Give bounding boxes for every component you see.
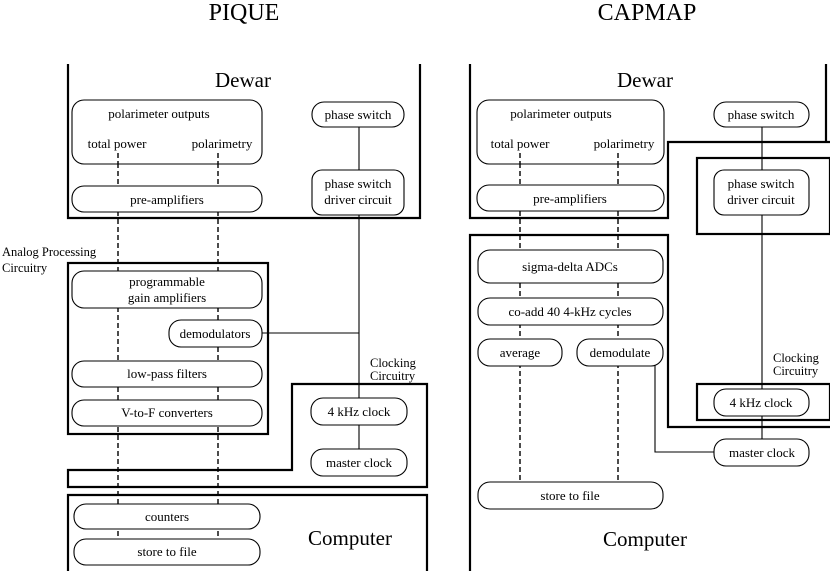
capmap-co-add-box bbox=[477, 297, 664, 326]
pique-clocking-label-2: Circuitry bbox=[370, 369, 416, 383]
capmap-4khz-clock-box bbox=[713, 388, 810, 417]
pique-store-to-file-box bbox=[73, 538, 261, 566]
pique-pga-label-2: gain amplifiers bbox=[128, 290, 206, 305]
capmap-computer-label: Computer bbox=[603, 527, 687, 551]
capmap-demodulate-box bbox=[576, 338, 664, 367]
capmap-clocking-region bbox=[695, 382, 830, 422]
capmap-phase-driver-label-2: driver circuit bbox=[727, 192, 795, 207]
capmap-sigma-delta-box bbox=[477, 249, 664, 284]
pique-analog-region bbox=[66, 261, 270, 436]
pique-computer-label: Computer bbox=[308, 526, 392, 550]
pique-v-to-f-label: V-to-F converters bbox=[121, 405, 213, 420]
pique-master-clock-label: master clock bbox=[326, 455, 393, 470]
pique-pga-label-1: programmable bbox=[129, 274, 205, 289]
capmap-average-box bbox=[477, 338, 563, 367]
pique-master-clock-box bbox=[310, 448, 408, 477]
capmap-phase-driver-box bbox=[713, 169, 810, 216]
capmap-phase-switch-label: phase switch bbox=[728, 107, 795, 122]
pique-phase-switch-box bbox=[311, 101, 405, 128]
pique-store-to-file-label: store to file bbox=[137, 544, 196, 559]
pique-pga-box bbox=[71, 270, 263, 309]
pique-phase-driver-box bbox=[311, 169, 405, 216]
capmap-demodulate-label: demodulate bbox=[590, 345, 651, 360]
pique-counters-label: counters bbox=[145, 509, 189, 524]
pique-analog-label-2: Circuitry bbox=[2, 261, 48, 275]
capmap-4khz-clock-label: 4 kHz clock bbox=[730, 395, 793, 410]
capmap-store-to-file-box bbox=[477, 481, 664, 510]
pique-computer-boundary bbox=[66, 493, 429, 571]
capmap-total-power-label: total power bbox=[491, 136, 551, 151]
capmap-polarimeter-outputs-box bbox=[476, 99, 665, 165]
pique-dewar-boundary bbox=[66, 64, 422, 220]
pique-polarimeter-outputs-label: polarimeter outputs bbox=[108, 106, 209, 121]
capmap-store-to-file-label: store to file bbox=[540, 488, 599, 503]
capmap-demod-clock-line bbox=[654, 352, 714, 453]
pique-phase-switch-label: phase switch bbox=[325, 107, 392, 122]
capmap-master-clock-label: master clock bbox=[729, 445, 796, 460]
pique-pre-amplifiers-label: pre-amplifiers bbox=[130, 192, 204, 207]
pique-clocking-region bbox=[66, 382, 429, 489]
pique-low-pass-label: low-pass filters bbox=[127, 366, 207, 381]
pique-analog-label-1: Analog Processing bbox=[2, 245, 97, 259]
capmap-pre-amplifiers-label: pre-amplifiers bbox=[533, 191, 607, 206]
pique-demodulators-label: demodulators bbox=[180, 326, 251, 341]
capmap-computer-boundary bbox=[468, 233, 830, 571]
pique-dewar-label: Dewar bbox=[215, 68, 271, 92]
pique-low-pass-box bbox=[71, 360, 263, 388]
capmap-driver-region bbox=[695, 156, 830, 236]
capmap-polarimetry-label: polarimetry bbox=[594, 136, 655, 151]
capmap-panel: CAPMAP Dewar Computer Clocking Circuitry… bbox=[468, 0, 830, 571]
capmap-sigma-delta-label: sigma-delta ADCs bbox=[522, 259, 618, 274]
capmap-clocking-label-1: Clocking bbox=[773, 351, 820, 365]
pique-clocking-label-1: Clocking bbox=[370, 356, 417, 370]
capmap-co-add-label: co-add 40 4-kHz cycles bbox=[508, 304, 631, 319]
pique-polarimetry-label: polarimetry bbox=[192, 136, 253, 151]
pique-total-power-label: total power bbox=[88, 136, 148, 151]
pique-title: PIQUE bbox=[209, 0, 280, 26]
pique-pre-amplifiers-box bbox=[71, 185, 263, 213]
capmap-average-label: average bbox=[500, 345, 541, 360]
capmap-clocking-label-2: Circuitry bbox=[773, 364, 819, 378]
pique-demodulators-box bbox=[168, 319, 263, 348]
pique-4khz-clock-label: 4 kHz clock bbox=[328, 404, 391, 419]
pique-panel: PIQUE Dewar Analog Processing Circuitry … bbox=[2, 0, 429, 571]
capmap-title: CAPMAP bbox=[598, 0, 697, 26]
capmap-polarimeter-outputs-label: polarimeter outputs bbox=[510, 106, 611, 121]
pique-v-to-f-box bbox=[71, 399, 263, 427]
pique-4khz-clock-box bbox=[310, 397, 408, 426]
capmap-dewar-label: Dewar bbox=[617, 68, 673, 92]
pique-polarimeter-outputs-box bbox=[71, 99, 263, 165]
pique-phase-driver-label-1: phase switch bbox=[325, 176, 392, 191]
capmap-dewar-boundary bbox=[468, 64, 830, 220]
capmap-phase-driver-label-1: phase switch bbox=[728, 176, 795, 191]
capmap-phase-switch-box bbox=[713, 101, 810, 128]
pique-phase-driver-label-2: driver circuit bbox=[324, 192, 392, 207]
capmap-master-clock-box bbox=[713, 438, 810, 467]
capmap-pre-amplifiers-box bbox=[476, 184, 665, 212]
pique-counters-box bbox=[73, 503, 261, 530]
